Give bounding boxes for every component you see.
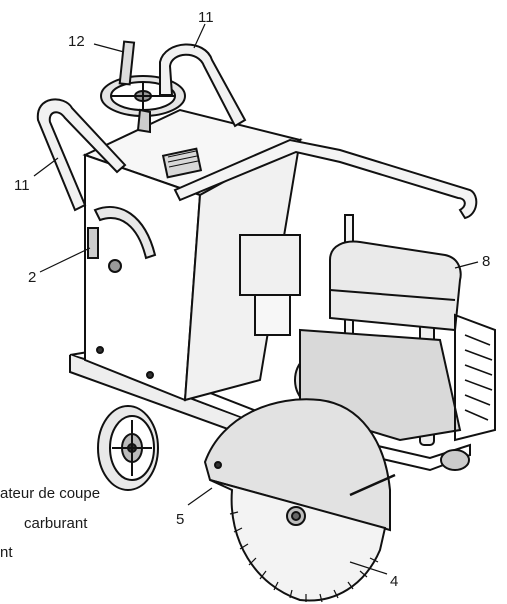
leader-lines	[33, 23, 479, 575]
diamond-blade	[209, 479, 387, 603]
caption-line-1: ateur de coupe	[0, 485, 100, 502]
caption-line-2: carburant	[24, 515, 88, 532]
water-tank	[82, 108, 303, 402]
callout-8: 8	[482, 253, 490, 270]
blade-guard	[203, 398, 396, 532]
caption-fragments: ateur de coupe carburant nt	[0, 485, 100, 561]
callout-5: 5	[176, 511, 184, 528]
front-wheel	[440, 449, 470, 471]
callout-4: 4	[390, 573, 398, 590]
callout-labels: 12 11 11 2 8 5 4	[14, 9, 490, 590]
handlebars	[36, 43, 247, 212]
callout-11-top: 11	[198, 9, 214, 26]
callout-11-left: 11	[14, 177, 30, 194]
rear-wheel	[97, 405, 159, 491]
depth-indicator-bracket	[87, 206, 157, 273]
callout-12: 12	[68, 33, 85, 50]
caption-line-3: nt	[0, 544, 13, 561]
callout-2: 2	[28, 269, 36, 286]
